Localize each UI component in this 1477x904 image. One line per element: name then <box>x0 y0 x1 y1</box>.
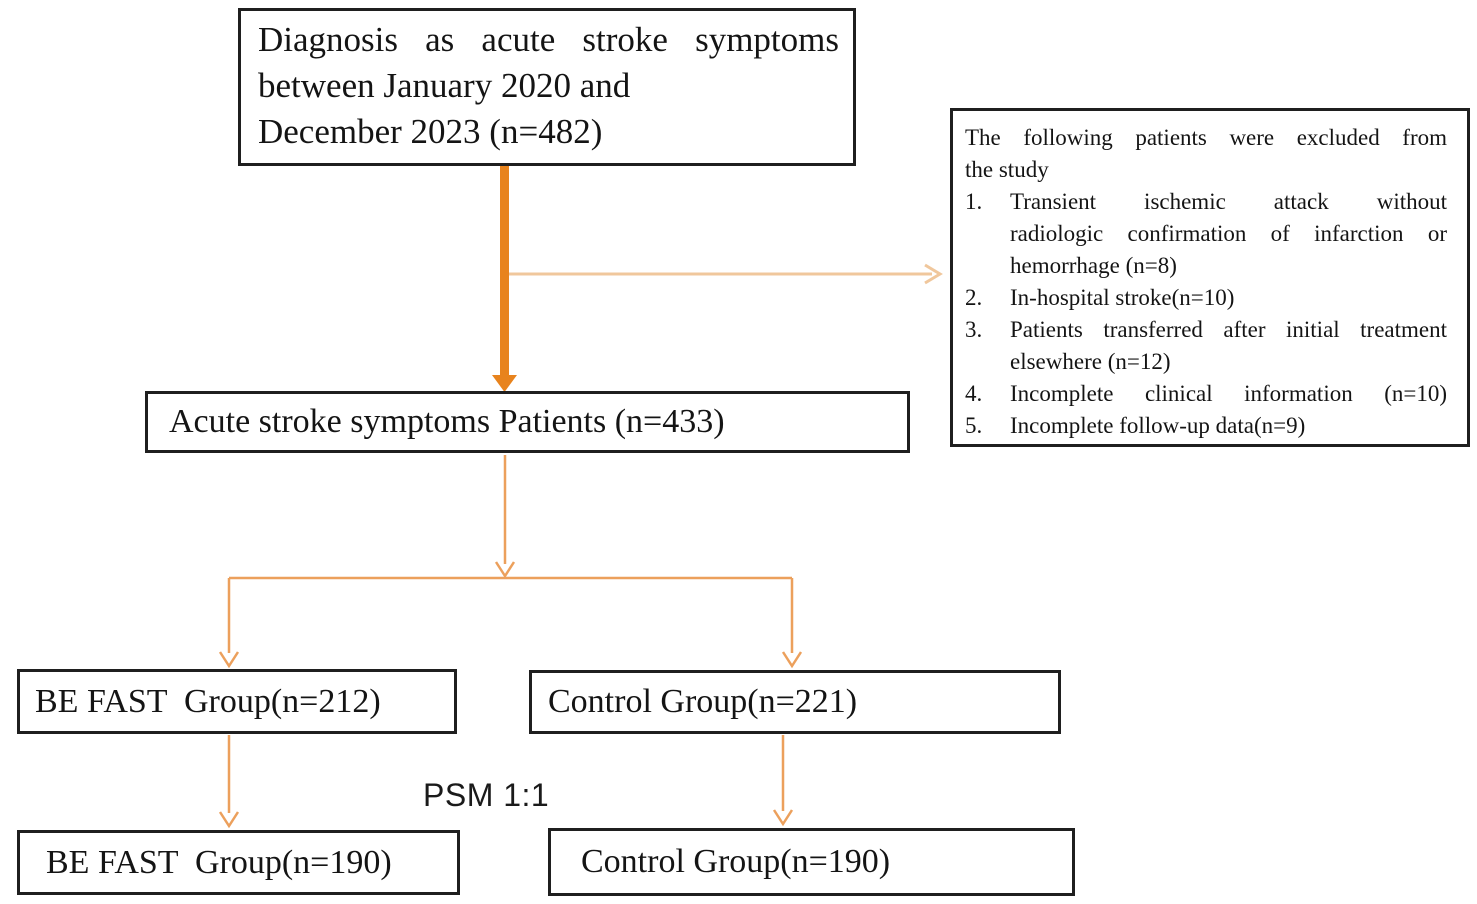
arrow-branch-to-befast-head <box>218 651 240 669</box>
arrow-diagnosis-to-acute-stem <box>500 166 509 377</box>
exclusion-item-text: Incomplete clinical information (n=10) <box>1010 381 1447 406</box>
box-control-group-matched: Control Group(n=190) <box>548 828 1075 896</box>
arrow-branch-to-control-head <box>781 651 803 669</box>
diagnosis-line: Diagnosis as acute stroke symptoms <box>258 20 839 59</box>
exclusion-item-number: 3. <box>965 317 983 342</box>
exclusion-item-text: Transient ischemic attack without radiol… <box>1010 189 1447 278</box>
exclusion-header-line: The following patients were excluded fro… <box>965 125 1447 150</box>
arrow-to-exclusions-head <box>924 263 943 285</box>
exclusion-header-line: the study <box>965 157 1049 182</box>
exclusion-item-number: 5. <box>965 413 983 438</box>
control-group-text: Control Group(n=221) <box>548 683 858 720</box>
box-befast-group-matched: BE FAST Group(n=190) <box>17 830 460 895</box>
acute-box-text: Acute stroke symptoms Patients (n=433) <box>169 403 725 440</box>
exclusion-item-number: 2. <box>965 285 983 310</box>
exclusion-item: 1. Transient ischemic attack without rad… <box>965 186 1447 282</box>
exclusion-item-number: 1. <box>965 189 983 214</box>
exclusion-item-number: 4. <box>965 381 983 406</box>
befast-matched-text: BE FAST Group(n=190) <box>46 843 392 881</box>
box-diagnosis: Diagnosis as acute stroke symptoms betwe… <box>238 8 856 166</box>
arrow-control-to-matched-head <box>772 809 794 827</box>
exclusion-item: 4. Incomplete clinical information (n=10… <box>965 378 1447 410</box>
exclusion-item: 2. In-hospital stroke(n=10) <box>965 282 1447 314</box>
exclusion-item: 5. Incomplete follow-up data(n=9) <box>965 410 1447 442</box>
arrow-befast-to-matched-head <box>218 811 240 829</box>
box-control-group: Control Group(n=221) <box>529 670 1061 734</box>
box-exclusions: The following patients were excluded fro… <box>950 108 1470 447</box>
arrow-diagnosis-to-acute-head <box>492 375 517 392</box>
control-matched-text: Control Group(n=190) <box>581 843 891 880</box>
exclusion-item-text: In-hospital stroke(n=10) <box>1010 285 1235 310</box>
exclusion-item-text: Patients transferred after initial treat… <box>1010 317 1447 374</box>
arrow-acute-to-branch-head <box>494 561 516 579</box>
diagnosis-line: December 2023 (n=482) <box>258 112 603 151</box>
exclusion-item-text: Incomplete follow-up data(n=9) <box>1010 413 1306 438</box>
exclusion-item: 3. Patients transferred after initial tr… <box>965 314 1447 378</box>
diagnosis-line: between January 2020 and <box>258 66 631 105</box>
box-befast-group: BE FAST Group(n=212) <box>17 669 457 734</box>
psm-label: PSM 1:1 <box>423 777 550 813</box>
box-acute-stroke-patients: Acute stroke symptoms Patients (n=433) <box>145 391 910 453</box>
befast-group-text: BE FAST Group(n=212) <box>35 682 381 720</box>
